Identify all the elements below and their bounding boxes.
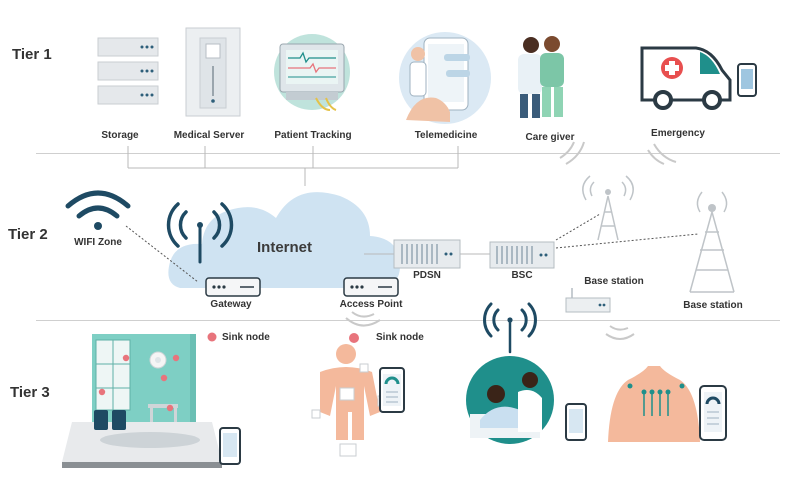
phone-icon-bedside (565, 403, 587, 441)
medical-server-label: Medical Server (173, 130, 245, 141)
smart-room-illustration (62, 332, 222, 468)
sink-node-room-label: Sink node (222, 332, 270, 343)
wifi-zone-label: WIFI Zone (74, 237, 122, 248)
tier3-label: Tier 3 (10, 384, 50, 401)
pdsn-label: PDSN (413, 270, 441, 281)
internet-cloud (168, 192, 400, 288)
tier3-antenna-icon (483, 302, 537, 354)
care-giver-label: Care giver (525, 132, 575, 143)
cell-tower-small-icon (582, 175, 634, 241)
medical-server-icon (185, 27, 241, 117)
back-sensor-illustration (608, 366, 700, 442)
base-station-near-label: Base station (584, 276, 644, 287)
body-sensor-illustration (311, 333, 405, 457)
bedside-care-illustration (466, 356, 554, 444)
emergency-ambulance-icon (640, 46, 757, 110)
internet-antenna-icon (166, 202, 234, 264)
internet-label: Internet (257, 239, 313, 256)
sink-node-body-label: Sink node (376, 332, 424, 343)
base-station-box-icon (565, 288, 611, 313)
care-giver-icon (518, 36, 564, 118)
access-point-label: Access Point (339, 299, 403, 310)
telemedicine-label: Telemedicine (414, 130, 478, 141)
bsc-label: BSC (511, 270, 533, 281)
patient-tracking-monitor-icon (274, 34, 350, 111)
phone-icon-room (219, 427, 241, 465)
signal-arcs-tier2 (345, 311, 635, 340)
storage-icon (97, 37, 159, 105)
pdsn-device-icon (393, 239, 461, 269)
emergency-label: Emergency (651, 128, 705, 139)
tier2-label: Tier 2 (8, 226, 48, 243)
wifi-zone-icon (65, 190, 131, 219)
base-station-far-label: Base station (683, 300, 743, 311)
access-point-device-icon (343, 277, 399, 297)
tier1-separator (36, 153, 780, 154)
gateway-label: Gateway (210, 299, 252, 310)
patient-tracking-label: Patient Tracking (274, 130, 352, 141)
phone-icon-back (699, 385, 727, 441)
tier1-connector-lines (127, 146, 459, 186)
signal-arcs-tier1 (559, 141, 677, 165)
tier2-separator (36, 320, 780, 321)
tier1-label: Tier 1 (12, 46, 52, 63)
storage-label: Storage (101, 130, 139, 141)
telemedicine-icon (399, 32, 491, 124)
bsc-device-icon (489, 241, 555, 269)
gateway-device-icon (205, 277, 261, 297)
